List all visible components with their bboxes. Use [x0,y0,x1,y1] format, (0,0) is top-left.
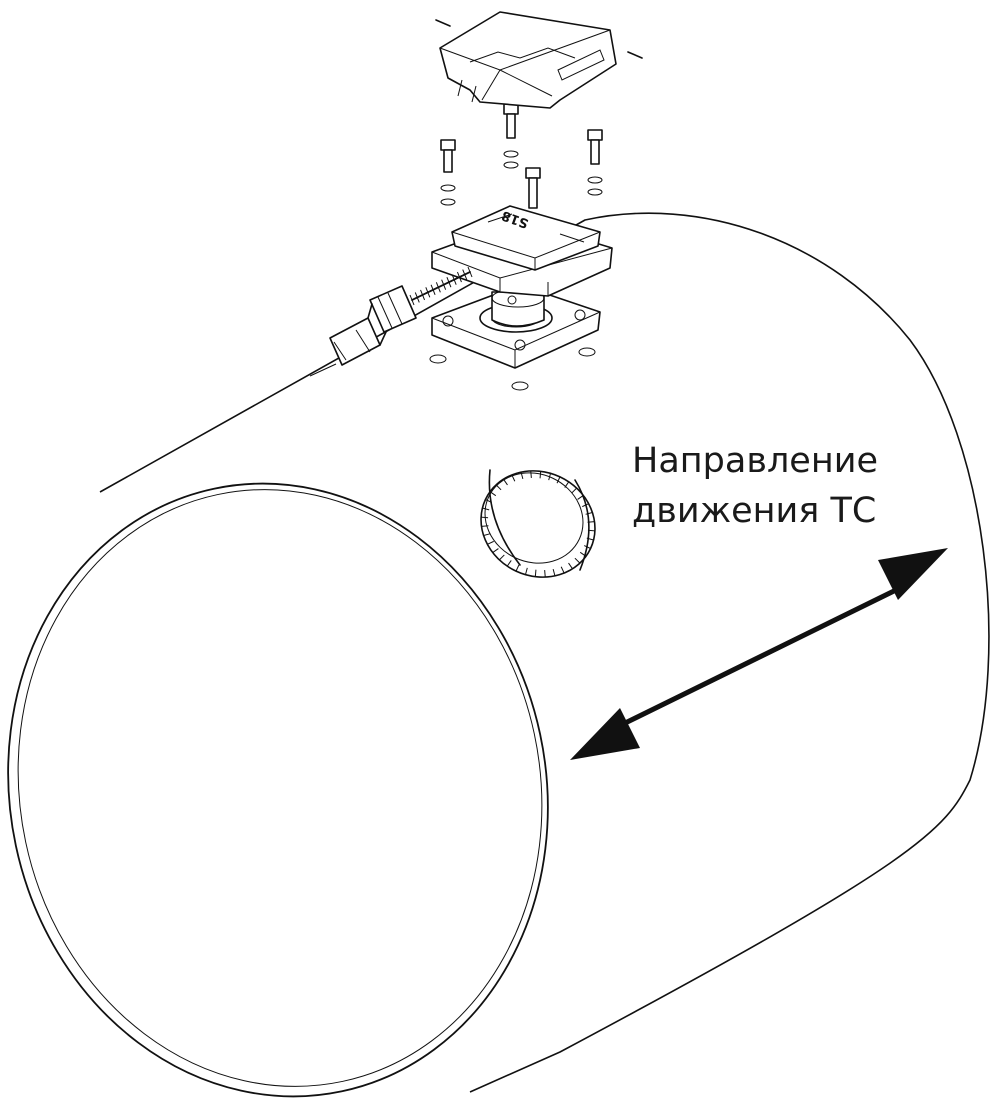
caption-line-2: движения ТС [632,491,877,531]
tank-body [99,212,990,1093]
cap-tooth [534,569,537,577]
direction-caption: Направление движения ТС [632,436,962,536]
sleeve-rib [430,284,436,296]
cap-tooth [568,562,573,570]
sleeve-rib [409,294,415,306]
sleeve-rib [420,289,426,301]
cap-tooth [548,473,551,481]
cap-tooth [506,560,512,567]
cap-tooth [499,554,505,561]
cap-tooth [584,545,591,549]
cap-tooth [487,540,494,545]
cap-tooth [544,570,546,578]
cap-tooth [556,476,561,484]
cap-tooth [520,472,524,480]
sleeve-rib [435,282,441,293]
cap-tooth [485,499,492,503]
sleeve-rib [425,287,431,298]
cap-tooth [503,478,508,486]
cap-tooth [587,529,595,532]
filler-cap [480,469,596,578]
cap-tooth [585,512,593,515]
direction-arrow [570,548,948,760]
sleeve-rib [467,266,473,278]
cap-tooth [511,474,516,482]
bolt [525,167,541,209]
protective-cover [435,11,643,109]
sensor-head: S18 [431,205,613,327]
cap-tooth [564,481,570,488]
sleeve-rib [462,269,468,280]
arrow-head-backward [570,708,640,760]
cap-tooth [530,470,532,478]
bolt [587,129,603,196]
cap-tooth [560,566,565,574]
sensor-cable [309,266,473,377]
cap-tooth [481,525,489,527]
sleeve-rib [446,276,452,288]
bolt [440,139,456,206]
cap-tooth [574,557,581,564]
cap-tooth [579,551,587,557]
sleeve-rib [456,271,462,283]
cap-tooth [525,567,528,575]
caption-line-1: Направление [632,441,879,481]
cap-tooth [481,516,489,519]
cap-tooth [582,503,589,508]
cap-tooth [483,533,491,536]
cap-tooth [586,537,594,541]
sleeve-rib [451,274,457,285]
bolts [440,103,603,209]
arrow-head-forward [878,548,948,600]
cap-tooth [587,521,595,523]
cap-tooth [571,487,577,494]
cap-tooth [552,568,556,576]
cap-tooth [515,564,520,572]
cap-tooth [482,507,490,511]
cap-tooth [492,548,499,553]
bolt [503,103,519,169]
cap-tooth [577,495,584,500]
cap-tooth [539,471,542,479]
sleeve-rib [414,292,420,303]
fuel-tank [7,212,990,1098]
cap-tooth [489,491,497,497]
sleeve-rib [441,279,447,290]
tank-end-cap-inner [17,489,543,1087]
tank-end-cap-outer [7,482,549,1098]
cap-tooth [495,484,502,491]
